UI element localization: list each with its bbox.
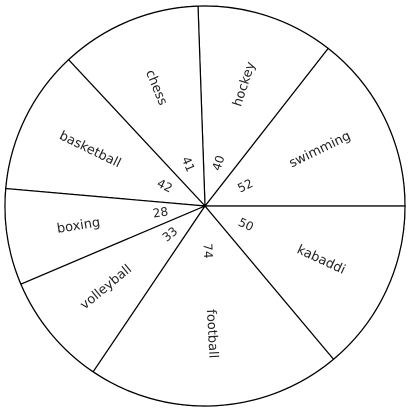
pie-slice-hockey xyxy=(197,5,329,208)
pie-slice-volleyball xyxy=(20,204,207,373)
slice-value-swimming: 52 xyxy=(235,176,255,195)
slice-value-hockey: 40 xyxy=(209,154,227,173)
pie-slice-chess xyxy=(67,5,206,208)
slice-value-chess: 41 xyxy=(179,154,198,173)
slice-value-kabaddi: 50 xyxy=(236,215,256,234)
slice-value-boxing: 28 xyxy=(152,204,169,220)
pie-slice-kabaddi xyxy=(203,205,406,361)
pie-slice-boxing xyxy=(4,187,206,285)
pie-slice-swimming xyxy=(203,47,406,207)
slice-value-basketball: 42 xyxy=(155,176,175,195)
pie-slice-football xyxy=(92,205,335,407)
slice-value-football: 74 xyxy=(200,243,215,259)
pie-slice-basketball xyxy=(5,58,207,207)
slice-label-boxing: boxing xyxy=(56,215,101,237)
slice-label-football: football xyxy=(203,309,221,359)
